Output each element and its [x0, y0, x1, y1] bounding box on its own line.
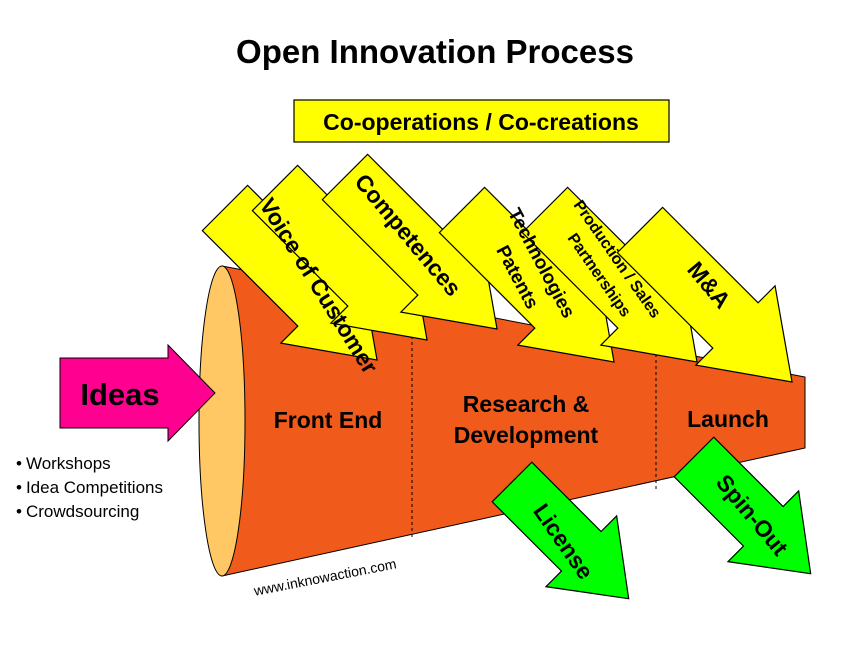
idea-source-item: Crowdsourcing: [16, 500, 163, 524]
funnel-mouth: [198, 265, 246, 577]
stage-launch: Launch: [687, 406, 769, 432]
idea-source-item: Workshops: [16, 452, 163, 476]
outbound-arrow-license: [491, 461, 630, 600]
stage-rnd-line1: Research &: [463, 391, 590, 417]
cooperation-box-label: Co-operations / Co-creations: [323, 109, 639, 135]
idea-sources-list: Workshops Idea Competitions Crowdsourcin…: [16, 452, 163, 524]
cooperation-box: [293, 99, 670, 143]
outbound-arrow-spin-out: [673, 436, 812, 575]
diagram-title: Open Innovation Process: [236, 33, 634, 70]
stage-rnd-line2: Development: [454, 422, 599, 448]
ideas-arrow: [59, 343, 216, 443]
stage-front-end: Front End: [274, 407, 383, 433]
idea-source-item: Idea Competitions: [16, 476, 163, 500]
ideas-arrow-label: Ideas: [80, 377, 159, 412]
